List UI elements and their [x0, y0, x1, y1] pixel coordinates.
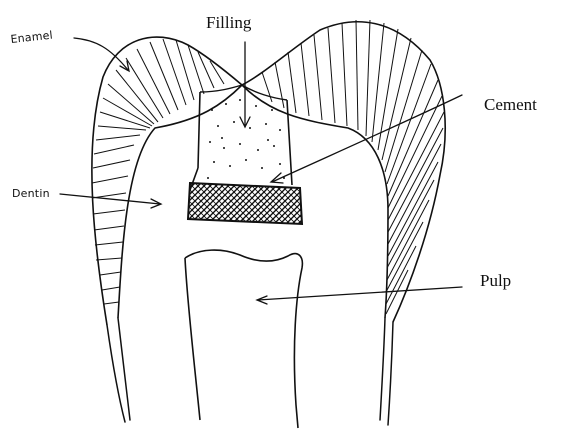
right-root-outer — [388, 322, 393, 425]
cement-layer — [188, 183, 302, 224]
enamel-arrow — [74, 38, 128, 70]
dentin-outline — [107, 318, 393, 425]
left-root-inner — [118, 318, 130, 420]
pulp-label: Pulp — [480, 272, 511, 289]
pulp-chamber — [185, 250, 302, 428]
enamel-striations-left — [92, 39, 224, 304]
left-root-outer — [107, 325, 125, 422]
filling — [190, 85, 292, 190]
filling-label: Filling — [206, 14, 251, 31]
dentin-label: Dentin — [12, 188, 50, 199]
enamel-striations-right — [262, 20, 444, 314]
right-root-inner — [380, 318, 385, 420]
filling-outline — [190, 92, 292, 190]
cement-label: Cement — [484, 96, 537, 113]
filling-stipple — [207, 99, 285, 179]
pulp-arrow — [258, 287, 462, 300]
